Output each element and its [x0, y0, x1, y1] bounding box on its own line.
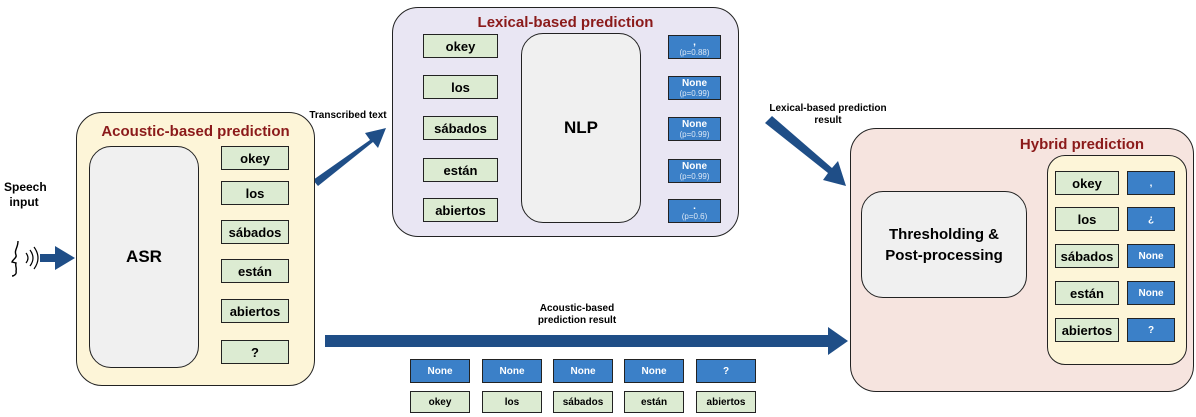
lexical-prediction-prob: (p=0.6)	[681, 212, 708, 221]
lexical-prediction-prob: (p=0.99)	[679, 172, 710, 181]
hybrid-word-abiertos: abiertos	[1055, 318, 1119, 342]
lexical-result-caption-line1: Lexical-based prediction	[769, 103, 887, 114]
lexical-panel-title: Lexical-based prediction	[477, 14, 654, 31]
speech-input-line2: input	[9, 195, 39, 209]
hybrid-word-okey: okey	[1055, 171, 1119, 195]
transcribed-text-caption: Transcribed text	[309, 110, 387, 121]
asr-label: ASR	[126, 247, 162, 266]
acoustic-result-word: están	[624, 391, 684, 413]
speech-input-line1: Speech	[4, 180, 47, 194]
nlp-block: NLP	[521, 33, 641, 223]
lexical-prediction-value: ,	[693, 37, 696, 48]
thresholding-label-line1: Thresholding &	[889, 225, 999, 243]
hybrid-prediction: ¿	[1127, 207, 1175, 231]
acoustic-word-los: los	[221, 181, 289, 205]
lexical-prediction: None (p=0.99)	[668, 117, 721, 141]
lexical-word-estan: están	[423, 158, 498, 182]
hybrid-panel-title: Hybrid prediction	[1019, 136, 1145, 153]
lexical-prediction-prob: (p=0.99)	[679, 130, 710, 139]
lexical-word-los: los	[423, 75, 498, 99]
acoustic-panel-title: Acoustic-based prediction	[101, 123, 290, 140]
hybrid-word-sabados: sábados	[1055, 244, 1119, 268]
lexical-result-caption: Lexical-based prediction result	[752, 103, 904, 127]
speech-to-asr-arrow	[40, 246, 75, 270]
acoustic-word-okey: okey	[221, 146, 289, 170]
acoustic-result-prediction-value: None	[499, 365, 525, 377]
hybrid-prediction: None	[1127, 244, 1175, 268]
thresholding-label: Thresholding & Post-processing	[862, 224, 1026, 266]
hybrid-prediction: None	[1127, 281, 1175, 305]
acoustic-result-caption: Acoustic-based prediction result	[517, 303, 637, 327]
nlp-label: NLP	[564, 118, 598, 137]
lexical-prediction-prob: (p=0.88)	[679, 48, 710, 57]
lexical-word-okey: okey	[423, 34, 498, 58]
acoustic-result-prediction-value: None	[427, 365, 453, 377]
lexical-prediction: None (p=0.99)	[668, 159, 721, 183]
hybrid-prediction: ?	[1127, 318, 1175, 342]
acoustic-word-sabados: sábados	[221, 220, 289, 244]
transcribed-text-arrow	[313, 128, 386, 186]
lexical-result-caption-line2: result	[814, 115, 842, 126]
speech-input-label: Speech input	[4, 180, 47, 210]
acoustic-result-word: okey	[410, 391, 470, 413]
lexical-prediction: . (p=0.6)	[668, 199, 721, 223]
acoustic-word-estan: están	[221, 259, 289, 283]
hybrid-prediction-value: ,	[1149, 177, 1153, 189]
asr-block: ASR	[89, 146, 199, 368]
acoustic-result-word: los	[482, 391, 542, 413]
hybrid-word-los: los	[1055, 207, 1119, 231]
thresholding-label-line2: Post-processing	[885, 246, 1003, 264]
lexical-prediction-prob: (p=0.99)	[679, 89, 710, 98]
lexical-prediction-value: None	[682, 161, 707, 172]
speaking-head-icon	[11, 240, 39, 277]
hybrid-prediction-value: ¿	[1147, 213, 1155, 225]
thresholding-block: Thresholding & Post-processing	[861, 191, 1027, 298]
hybrid-prediction-value: None	[1138, 250, 1164, 262]
acoustic-result-prediction: None	[482, 359, 542, 383]
acoustic-word-question: ?	[221, 340, 289, 364]
acoustic-result-word: abiertos	[696, 391, 756, 413]
acoustic-result-prediction: ?	[696, 359, 756, 383]
acoustic-word-abiertos: abiertos	[221, 299, 289, 323]
acoustic-result-arrow	[325, 327, 848, 355]
acoustic-result-caption-line2: prediction result	[537, 315, 617, 326]
lexical-prediction-value: None	[682, 119, 707, 130]
acoustic-result-caption-line1: Acoustic-based	[539, 303, 615, 314]
hybrid-word-estan: están	[1055, 281, 1119, 305]
lexical-result-arrow	[765, 116, 846, 186]
lexical-prediction: None (p=0.99)	[668, 76, 721, 100]
lexical-prediction-value: None	[682, 78, 707, 89]
lexical-prediction: , (p=0.88)	[668, 35, 721, 59]
acoustic-result-prediction-value: None	[641, 365, 667, 377]
lexical-word-sabados: sábados	[423, 116, 498, 140]
acoustic-result-word: sábados	[553, 391, 613, 413]
hybrid-prediction: ,	[1127, 171, 1175, 195]
lexical-word-abiertos: abiertos	[423, 198, 498, 222]
acoustic-result-prediction: None	[410, 359, 470, 383]
hybrid-prediction-value: None	[1138, 287, 1164, 299]
acoustic-result-prediction-value: ?	[722, 365, 730, 377]
lexical-prediction-value: .	[693, 201, 696, 212]
acoustic-result-prediction-value: None	[570, 365, 596, 377]
acoustic-result-prediction: None	[553, 359, 613, 383]
hybrid-prediction-value: ?	[1147, 324, 1155, 336]
acoustic-result-prediction: None	[624, 359, 684, 383]
